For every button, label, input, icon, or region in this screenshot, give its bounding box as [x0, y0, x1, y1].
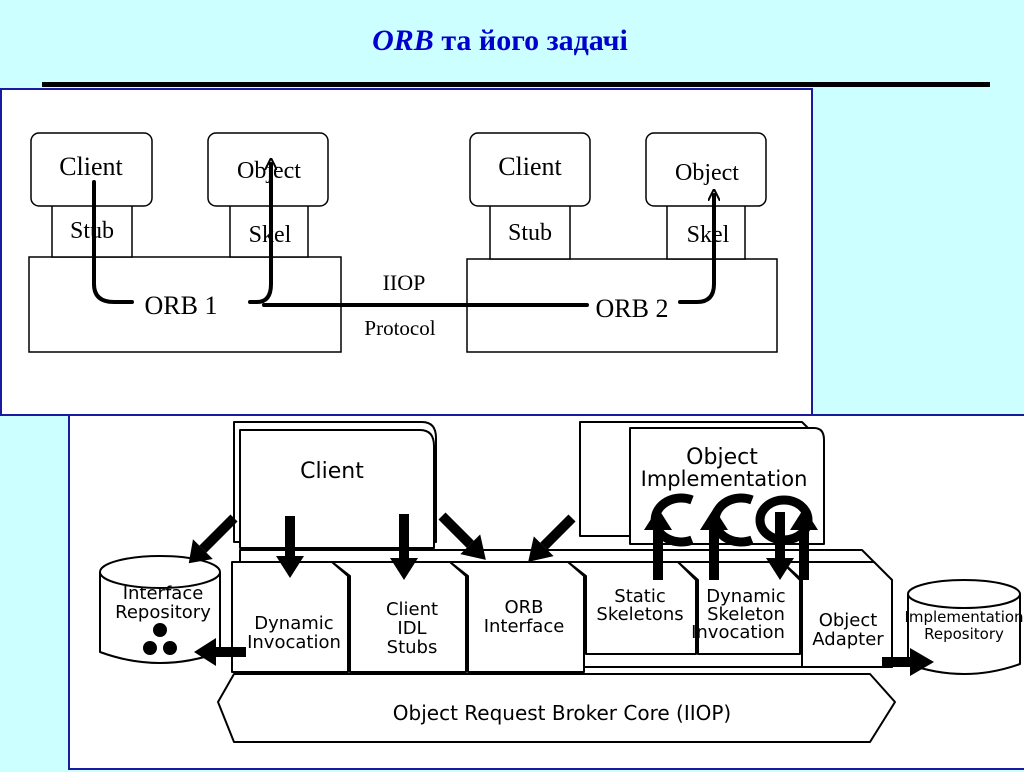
- static-skeletons-label-2: Skeletons: [596, 604, 683, 625]
- slide-title-orb: ORB: [372, 24, 434, 57]
- dynamic-skeleton-label-3: Invocation: [691, 622, 785, 643]
- right-skel-label: Skel: [687, 222, 730, 248]
- client-label: Client: [300, 459, 364, 484]
- impl-repo-label-2: Repository: [924, 625, 1004, 643]
- right-skel-box: [666, 204, 746, 260]
- dynamic-invocation-label-1: Dynamic: [254, 613, 333, 634]
- orb-interop-diagram: Client Object Stub Skel ORB 1 Client Obj…: [28, 132, 778, 353]
- right-client-box: [469, 132, 591, 207]
- implementation-repository-top: [907, 579, 1021, 609]
- title-rule: [42, 82, 990, 87]
- impl-repo-label-1: Implementation: [904, 608, 1023, 626]
- object-adapter-label-2: Adapter: [812, 629, 884, 650]
- dynamic-skeleton-label-2: Skeleton: [707, 604, 785, 625]
- object-impl-to-orb-interface-arrow: [528, 514, 576, 562]
- object-impl-to-adapter-arrow: [766, 512, 794, 580]
- client-to-interface-repo-arrow: [188, 514, 238, 564]
- iiop-label: IIOP: [383, 270, 426, 295]
- corba-architecture-diagram: Client Object Implementation Interface R…: [99, 421, 1024, 743]
- orb-interop-diagram-panel: Client Object Stub Skel ORB 1 Client Obj…: [0, 88, 813, 416]
- object-impl-ornament: [650, 493, 813, 547]
- client-idl-label-2: IDL: [397, 618, 426, 639]
- slide-title: ORB та його задачі: [0, 24, 1000, 58]
- client-idl-label-1: Client: [386, 599, 438, 620]
- left-object-label: Object: [237, 158, 301, 184]
- client-to-orb-interface-arrow: [438, 512, 486, 560]
- interface-repo-label-2: Repository: [115, 602, 211, 623]
- object-impl-label-2: Implementation: [641, 467, 808, 491]
- right-object-label: Object: [675, 160, 739, 186]
- dynamic-invocation-label-2: Invocation: [247, 632, 341, 653]
- orb1-label: ORB 1: [145, 291, 218, 320]
- right-client-label: Client: [498, 152, 562, 181]
- client-to-dynamic-invocation-arrow: [276, 516, 304, 578]
- dynamic-skeleton-label-1: Dynamic: [706, 586, 785, 607]
- adapter-to-impl-repo-arrow: [882, 648, 934, 676]
- corba-architecture-panel: Client Object Implementation Interface R…: [68, 414, 1024, 770]
- orb2-label: ORB 2: [596, 294, 669, 323]
- right-object-box: [645, 132, 767, 207]
- left-client-call-path: [92, 180, 134, 304]
- left-client-box: [30, 132, 153, 207]
- static-skeletons-label-1: Static: [614, 586, 665, 607]
- orb-interface-label-2: Interface: [484, 616, 565, 637]
- left-client-label: Client: [59, 152, 123, 181]
- left-object-call-path: [248, 164, 271, 304]
- client-idl-label-3: Stubs: [387, 637, 438, 658]
- interface-repository-top: [99, 555, 221, 589]
- object-adapter-label-1: Object: [819, 610, 878, 631]
- orb-core-band: [217, 673, 896, 743]
- dynamic-invocation-to-repo-arrow: [194, 638, 246, 666]
- object-impl-label-1: Object: [686, 445, 758, 470]
- right-object-call-path: [678, 195, 714, 304]
- interface-repo-label-1: Interface: [123, 583, 204, 604]
- right-stub-label: Stub: [508, 220, 552, 246]
- slide-title-rest: та його задачі: [433, 24, 628, 57]
- orb-interface-label-1: ORB: [504, 597, 543, 618]
- protocol-label: Protocol: [364, 316, 435, 340]
- left-stub-label: Stub: [70, 218, 114, 244]
- right-stub-box: [489, 204, 571, 260]
- left-skel-label: Skel: [249, 222, 292, 248]
- repository-icon: [143, 623, 177, 655]
- client-to-idl-stubs-arrow: [390, 514, 418, 580]
- orb-core-label: Object Request Broker Core (IIOP): [393, 701, 731, 725]
